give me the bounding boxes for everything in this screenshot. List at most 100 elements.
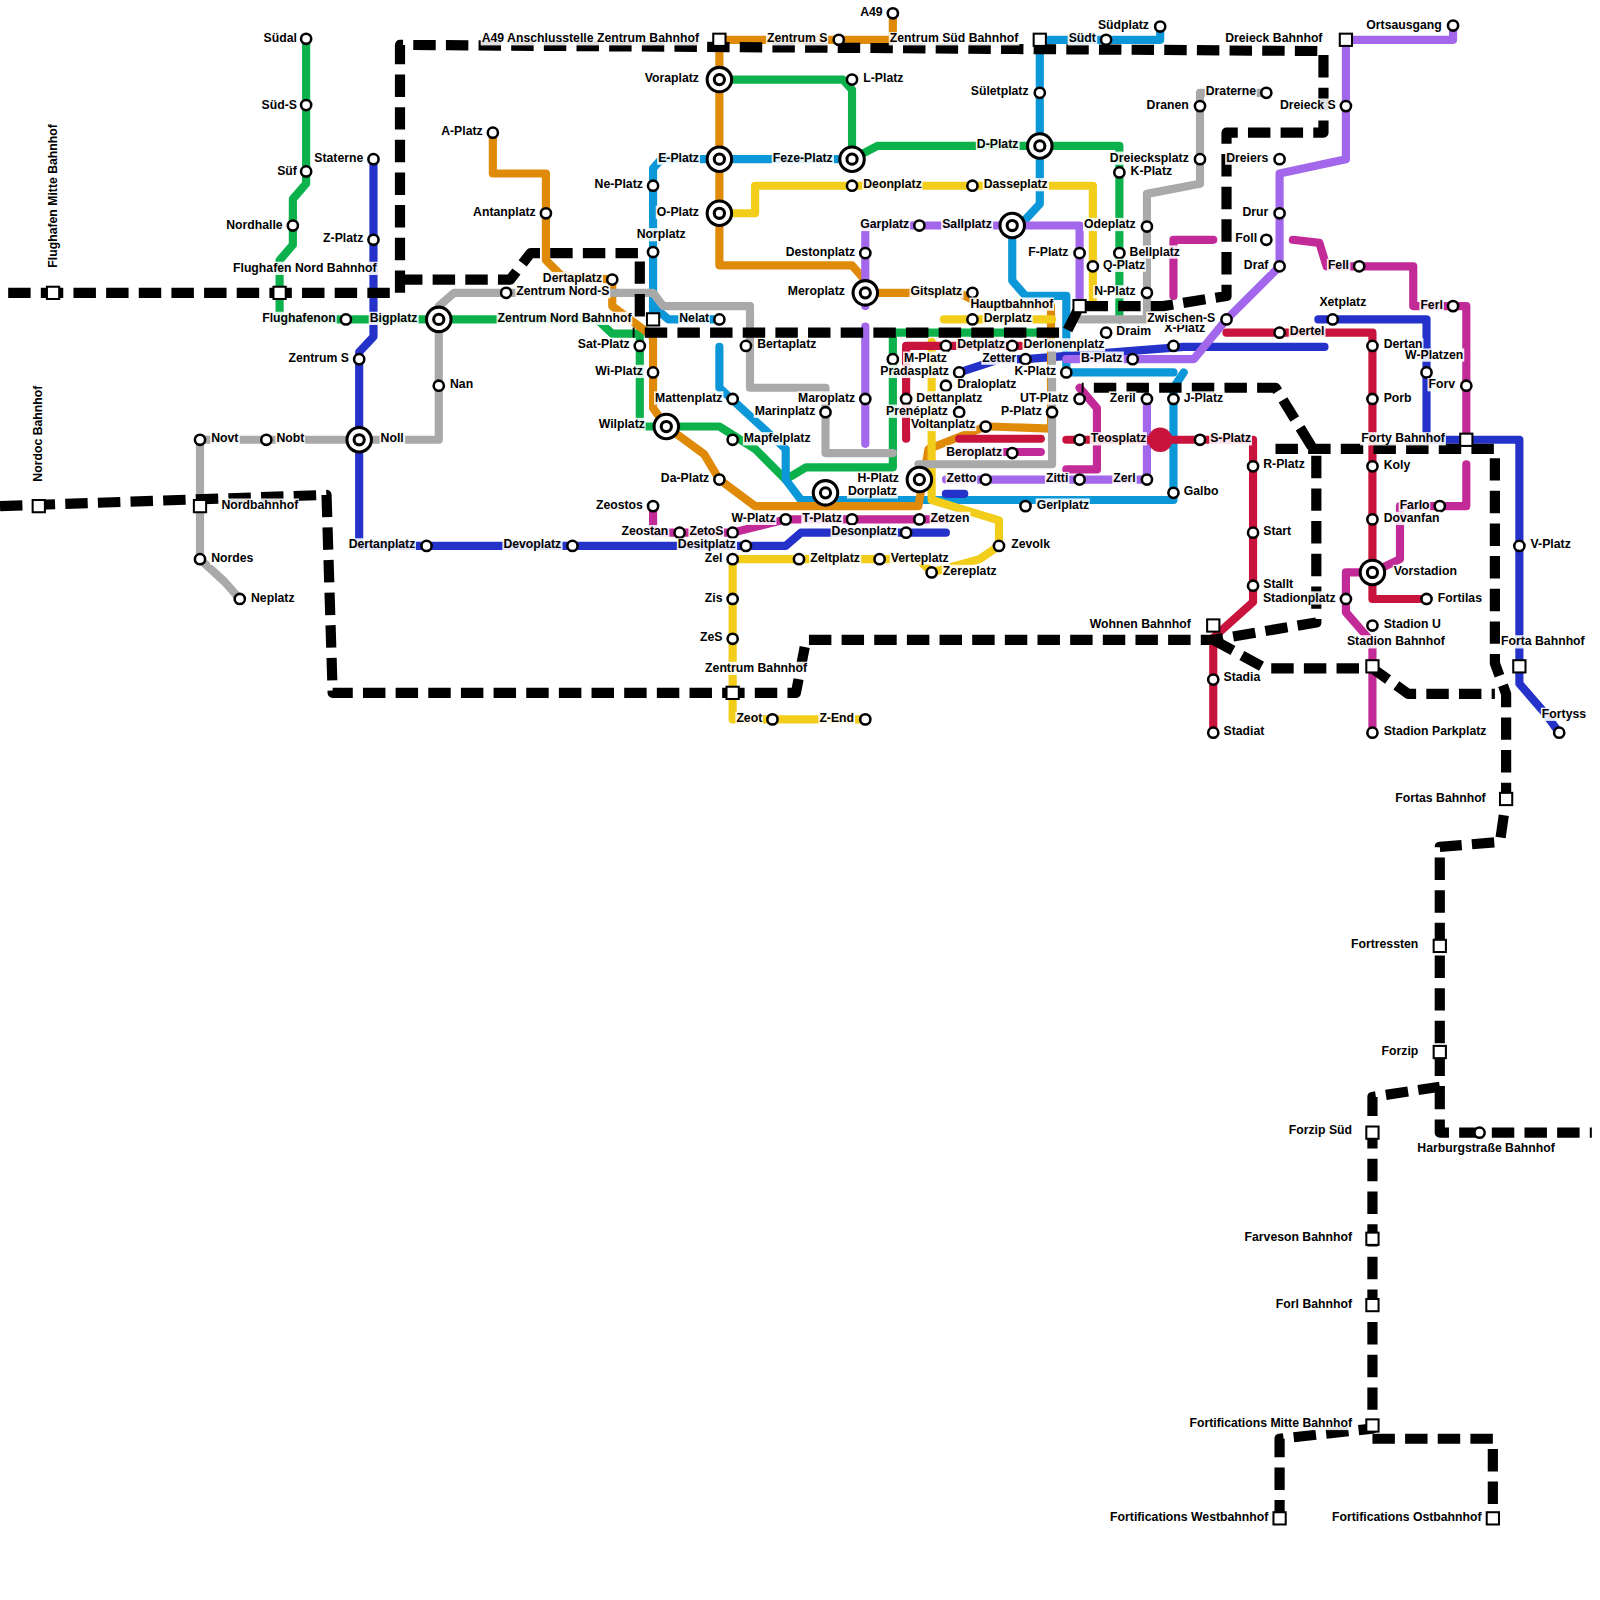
station-marker	[941, 381, 951, 391]
station-label: Dreiers	[1225, 152, 1269, 165]
station-label: Zeostos	[595, 498, 644, 511]
station-marker	[888, 354, 898, 364]
red-dot	[1148, 428, 1172, 452]
station-marker	[941, 341, 951, 351]
purple-line	[946, 398, 1147, 480]
station-marker	[194, 500, 206, 512]
station-marker	[421, 541, 431, 551]
station-marker	[727, 687, 739, 699]
station-label: Nelat	[678, 312, 710, 325]
station-marker	[1208, 674, 1218, 684]
green-line	[719, 80, 1119, 320]
station-label: Flughafenon	[261, 312, 337, 325]
station-marker	[1168, 341, 1178, 351]
station-label: F-Platz	[1027, 245, 1069, 258]
station-marker	[301, 34, 311, 44]
station-label: N-Platz	[1093, 285, 1137, 298]
station-label: Z-Platz	[322, 232, 364, 245]
station-label: Zetzen	[930, 512, 971, 525]
rail-line	[0, 388, 1316, 693]
station-label: Galbo	[1183, 485, 1220, 498]
station-marker	[1367, 394, 1377, 404]
station-label: O-Platz	[656, 206, 700, 219]
station-label: Nordoc Bahnhof	[32, 385, 45, 483]
station-label: Zentrum S	[287, 352, 350, 365]
station-label: UT-Platz	[1019, 391, 1069, 404]
station-label: Forzip Süd	[1288, 1124, 1353, 1137]
station-marker	[1142, 474, 1152, 484]
station-marker	[1500, 793, 1512, 805]
station-label: Gitsplatz	[910, 285, 964, 298]
station-marker	[1367, 514, 1377, 524]
station-marker	[714, 474, 724, 484]
station-label: A49	[859, 6, 884, 19]
station-label: Zevolk	[1010, 538, 1051, 551]
station-label: Bellplatz	[1129, 245, 1181, 258]
station-marker	[1460, 434, 1472, 446]
station-marker	[1340, 34, 1352, 46]
gray-line	[200, 293, 893, 599]
rail-line	[1372, 1439, 1492, 1519]
station-marker	[1366, 1233, 1378, 1245]
station-label: Stadion Parkplatz	[1383, 725, 1488, 738]
station-label: Garplatz	[859, 218, 910, 231]
station-marker	[635, 341, 645, 351]
station-marker	[1448, 20, 1458, 30]
darkblue-line	[946, 490, 964, 498]
station-label: Forta Bahnhof	[1500, 635, 1586, 648]
station-marker	[434, 381, 444, 391]
orange-line	[719, 40, 1051, 429]
station-label: Stadionplatz	[1262, 591, 1337, 604]
station-label: Dreiecksplatz	[1109, 152, 1190, 165]
station-label: Ortsausgang	[1365, 19, 1443, 32]
station-marker	[1366, 660, 1378, 672]
station-marker	[1421, 594, 1431, 604]
station-label: Gerlplatz	[1036, 498, 1090, 511]
station-marker	[728, 554, 738, 564]
station-marker	[654, 414, 678, 438]
station-marker	[860, 288, 870, 298]
station-marker	[1061, 367, 1071, 377]
station-marker	[273, 287, 285, 299]
station-label: Stadion Bahnhof	[1346, 635, 1446, 648]
station-marker	[541, 208, 551, 218]
station-marker	[1101, 35, 1111, 45]
station-label: W-Platz	[731, 512, 777, 525]
station-label: Beroplatz	[945, 445, 1003, 458]
station-marker	[728, 435, 738, 445]
magenta-line	[1066, 388, 1097, 470]
station-marker	[967, 288, 977, 298]
station-marker	[741, 541, 751, 551]
station-label: Sallplatz	[941, 218, 993, 231]
station-marker	[1367, 567, 1377, 577]
station-marker	[728, 528, 738, 538]
station-label: Ne-Platz	[594, 178, 644, 191]
station-marker	[1474, 1128, 1484, 1138]
station-marker	[1448, 301, 1458, 311]
station-marker	[1367, 341, 1377, 351]
station-label: Marinplatz	[754, 405, 817, 418]
station-label: Forty Bahnhof	[1360, 432, 1446, 445]
station-label: Nordhalle	[225, 219, 284, 232]
station-marker	[847, 514, 857, 524]
station-marker	[813, 481, 837, 505]
station-marker	[341, 314, 351, 324]
station-label: Start	[1262, 525, 1292, 538]
gray-line	[1080, 93, 1267, 320]
station-label: Südt	[1068, 32, 1097, 45]
station-label: Zis	[704, 591, 724, 604]
station-label: T-Platz	[801, 512, 843, 525]
station-label: Noll	[380, 432, 405, 445]
station-marker	[1028, 134, 1052, 158]
station-label: Vorstadion	[1393, 565, 1458, 578]
station-marker	[914, 474, 924, 484]
station-label: D-Platz	[976, 138, 1020, 151]
station-marker	[1000, 213, 1024, 237]
station-marker	[1074, 435, 1084, 445]
station-marker	[714, 74, 724, 84]
station-label: Zentrum Nord Bahnhof	[497, 312, 633, 325]
station-marker	[847, 74, 857, 84]
station-marker	[1020, 501, 1030, 511]
